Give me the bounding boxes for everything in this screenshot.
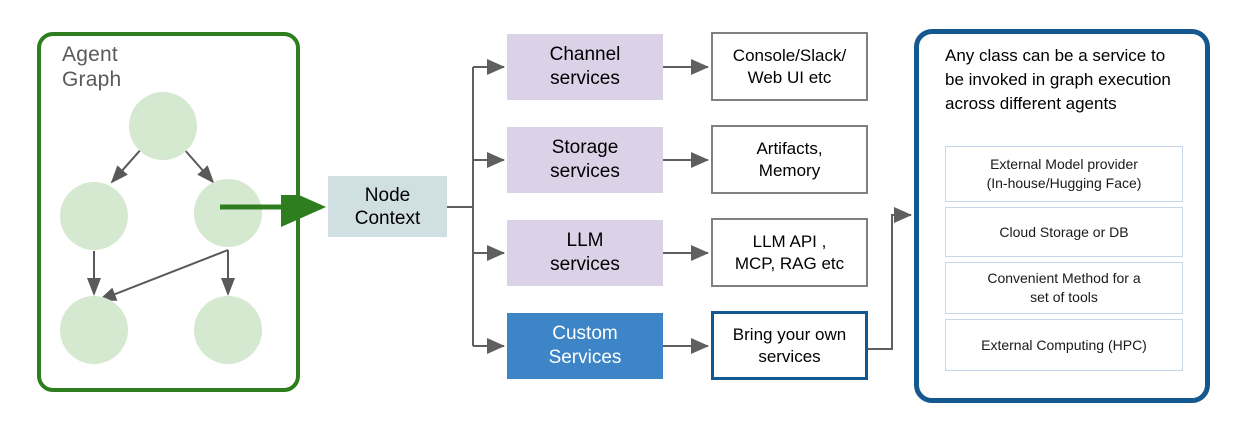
agent-graph-to-node-context-arrow bbox=[220, 195, 326, 227]
node-context-box[interactable]: Node Context bbox=[328, 176, 447, 237]
agent-graph-edges bbox=[87, 146, 235, 301]
service-info-item-cloud-storage[interactable]: Cloud Storage or DB bbox=[945, 207, 1183, 257]
service-info-item-model-provider[interactable]: External Model provider (In-house/Huggin… bbox=[945, 146, 1183, 202]
service-box-custom[interactable]: Custom Services bbox=[507, 313, 663, 379]
detail-box-custom[interactable]: Bring your own services bbox=[711, 311, 868, 380]
graph-node-right-mid bbox=[194, 179, 262, 247]
service-info-description: Any class can be a service to be invoked… bbox=[945, 46, 1171, 113]
graph-node-right-leaf bbox=[194, 296, 262, 364]
graph-node-left-mid bbox=[60, 182, 128, 250]
service-info-item-tools-method[interactable]: Convenient Method for a set of tools bbox=[945, 262, 1183, 314]
detail-box-llm[interactable]: LLM API , MCP, RAG etc bbox=[711, 218, 868, 287]
detail-box-channel[interactable]: Console/Slack/ Web UI etc bbox=[711, 32, 868, 101]
service-box-channel[interactable]: Channel services bbox=[507, 34, 663, 100]
graph-node-root bbox=[129, 92, 197, 160]
detail-box-storage[interactable]: Artifacts, Memory bbox=[711, 125, 868, 194]
service-info-item-external-computing[interactable]: External Computing (HPC) bbox=[945, 319, 1183, 371]
service-box-llm[interactable]: LLM services bbox=[507, 220, 663, 286]
graph-node-left-leaf bbox=[60, 296, 128, 364]
agent-graph-title: Agent Graph bbox=[62, 43, 122, 91]
service-box-storage[interactable]: Storage services bbox=[507, 127, 663, 193]
